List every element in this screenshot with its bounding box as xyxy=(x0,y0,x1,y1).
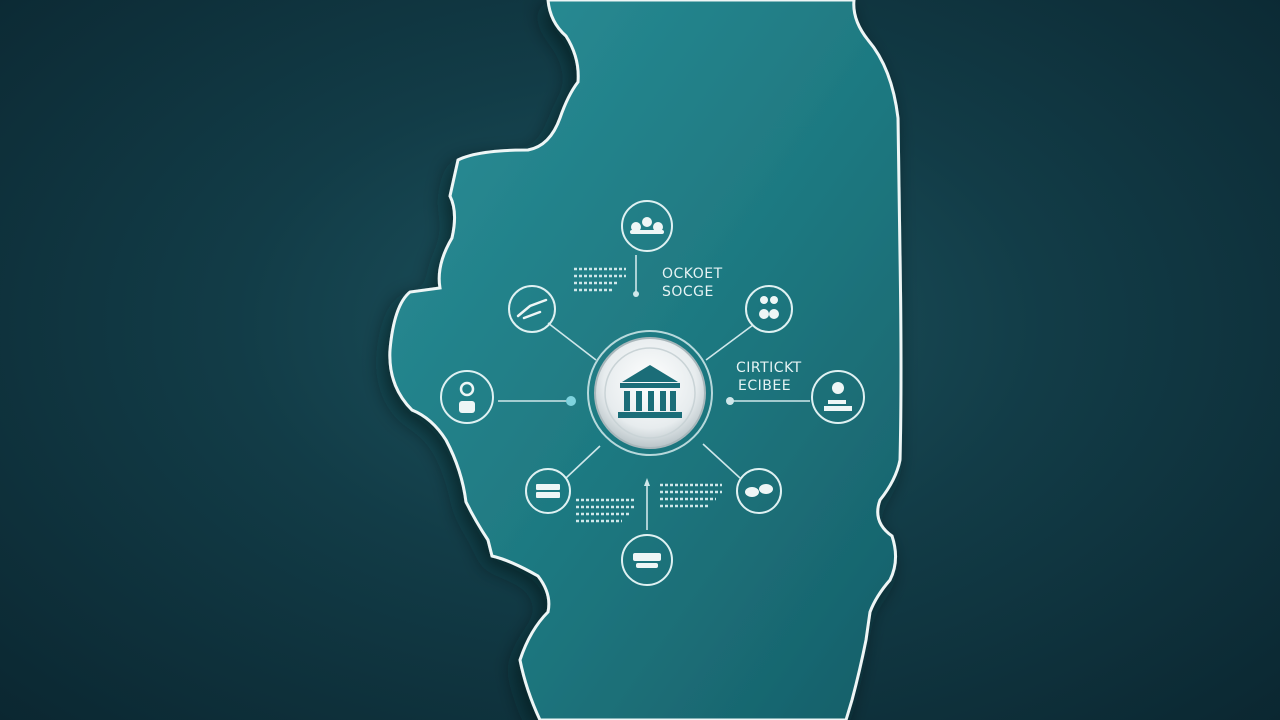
central-hub xyxy=(587,330,713,456)
node-top xyxy=(621,200,673,252)
hand-money-icon xyxy=(824,382,852,411)
people-icon xyxy=(759,296,779,319)
coins-icon xyxy=(630,217,664,234)
node-right xyxy=(811,370,865,424)
right-label-line2: ECIBEE xyxy=(738,378,791,394)
node-upper-right xyxy=(745,285,793,333)
node-left xyxy=(440,370,494,424)
node-lower-right xyxy=(736,468,782,514)
node-upper-left xyxy=(508,285,556,333)
connector-lower-right xyxy=(702,443,741,479)
placeholder-text-bottom-right xyxy=(660,483,722,508)
node-lower-left xyxy=(525,468,571,514)
node-bottom xyxy=(621,534,673,586)
placeholder-text-top-left xyxy=(574,267,626,292)
cash-bundle-icon xyxy=(633,553,661,568)
coins-stack-icon xyxy=(745,484,773,497)
right-label-line1: CIRTICKT xyxy=(736,360,802,376)
money-bag-icon xyxy=(459,381,475,413)
cash-icon xyxy=(536,484,560,498)
connectors xyxy=(498,255,810,530)
handshake-icon xyxy=(516,298,548,320)
connector-upper-right xyxy=(705,324,754,361)
connector-lower-left xyxy=(565,445,601,479)
placeholder-text-bottom-left xyxy=(576,498,636,523)
top-label-line1: OCKOET xyxy=(662,266,723,282)
connector-dot-left xyxy=(566,396,576,406)
connector-dot-right xyxy=(726,397,734,405)
connector-dot-top xyxy=(633,291,639,297)
bank-building-icon xyxy=(618,365,682,418)
connector-upper-left xyxy=(547,322,597,361)
connector-arrow-bottom xyxy=(644,478,650,486)
top-label-line2: SOCGE xyxy=(662,284,714,300)
